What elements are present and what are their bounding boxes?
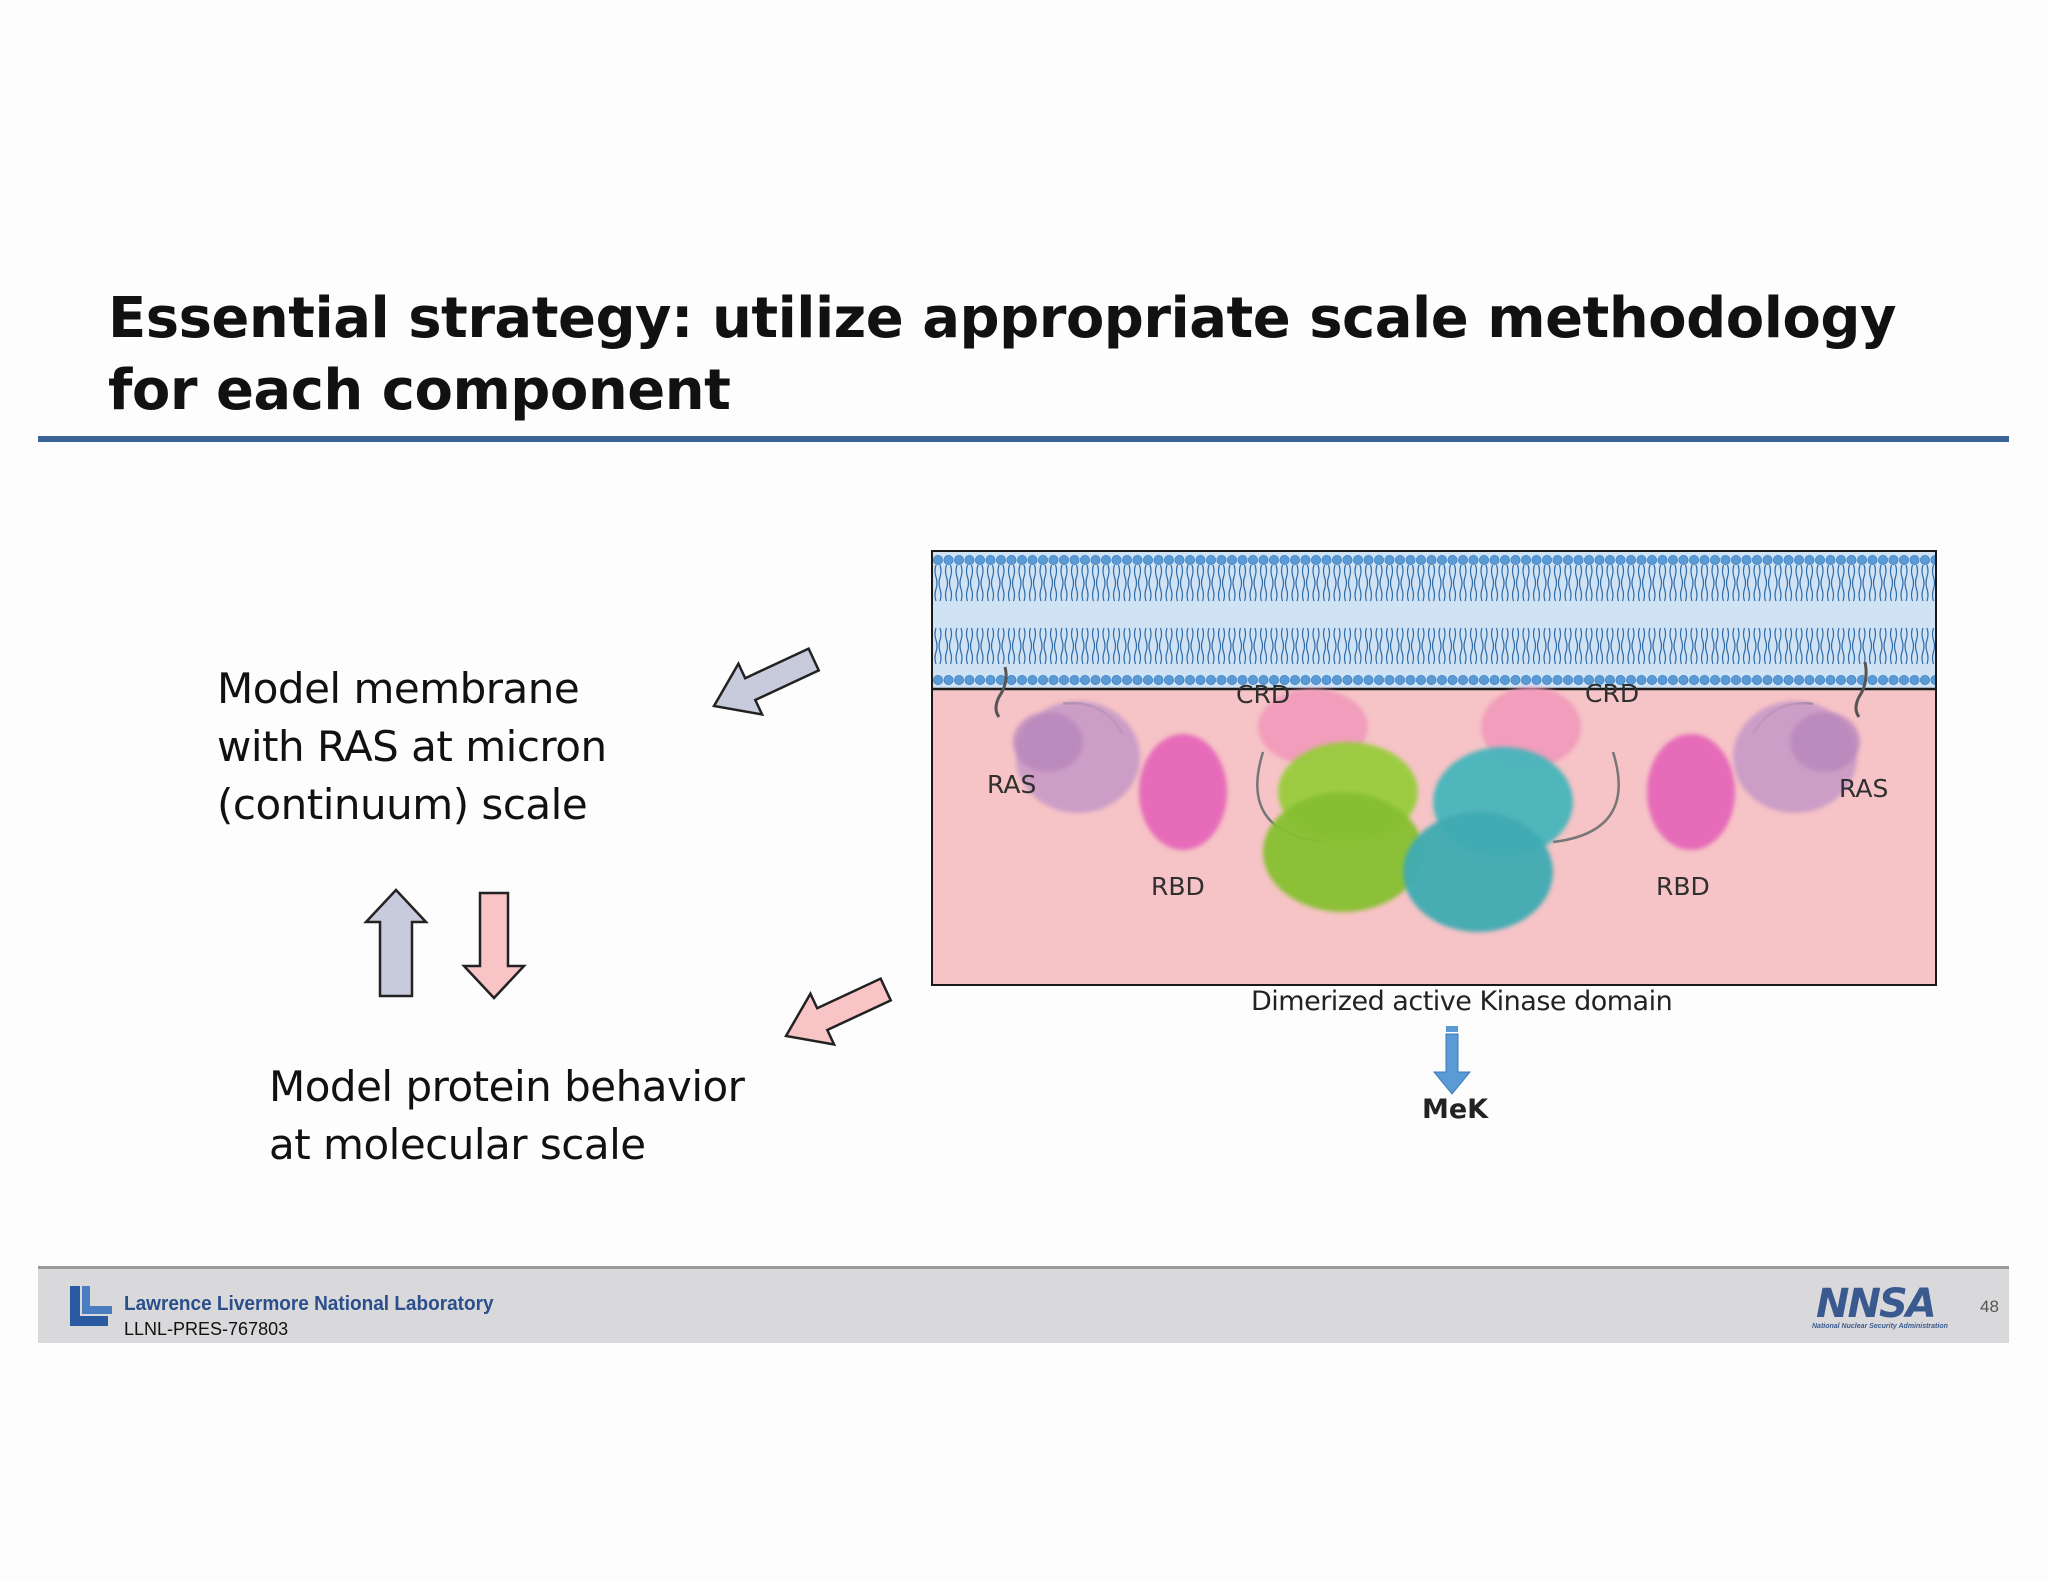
lab-name: Lawrence Livermore National Laboratory	[124, 1293, 494, 1315]
crd-protein-right	[1481, 687, 1581, 767]
membrane-text-line-1: Model membrane	[217, 664, 580, 713]
rbd-label-right: RBD	[1656, 872, 1710, 901]
page-number: 48	[1980, 1297, 1999, 1316]
rbd-protein-left	[1139, 734, 1227, 850]
nnsa-subtitle: National Nuclear Security Administration	[1812, 1323, 1948, 1330]
membrane-text-line-3: (continuum) scale	[217, 780, 588, 829]
protein-scale-text: Model protein behavior at molecular scal…	[269, 1058, 745, 1174]
protein-text-line-2: at molecular scale	[269, 1120, 646, 1169]
ras-protein-left	[1013, 701, 1140, 813]
protein-text-line-1: Model protein behavior	[269, 1062, 745, 1111]
ras-label-left: RAS	[987, 770, 1037, 799]
down-arrow-icon	[461, 891, 527, 1000]
ras-protein-right	[1733, 701, 1860, 813]
membrane-text-line-2: with RAS at micron	[217, 722, 607, 771]
rbd-protein-right	[1647, 734, 1735, 850]
arrow-to-membrane-icon	[712, 646, 821, 717]
membrane-illustration	[933, 552, 1935, 932]
footer-rule	[38, 1266, 2009, 1269]
title-line-1: Essential strategy: utilize appropriate …	[108, 286, 1896, 351]
arrow-to-protein-icon	[784, 976, 893, 1047]
llnl-logo-icon	[70, 1286, 112, 1326]
crd-label-right: CRD	[1585, 679, 1640, 708]
title-rule	[38, 436, 2009, 442]
up-arrow-icon	[363, 888, 429, 998]
ras-membrane-figure: CRD CRD RAS RAS RBD RBD	[931, 550, 1937, 986]
mek-arrow-icon	[1432, 1026, 1472, 1095]
slide-title: Essential strategy: utilize appropriate …	[108, 283, 1908, 427]
membrane-scale-text: Model membrane with RAS at micron (conti…	[217, 660, 607, 834]
nnsa-logo-icon: NNSA	[1816, 1281, 1937, 1327]
slide-footer: Lawrence Livermore National Laboratory L…	[38, 1269, 2009, 1343]
mek-label: MeK	[1422, 1094, 1489, 1125]
document-code: LLNL-PRES-767803	[124, 1319, 289, 1339]
crd-label-left: CRD	[1236, 680, 1291, 709]
figure-caption: Dimerized active Kinase domain	[1251, 986, 1673, 1017]
ras-label-right: RAS	[1839, 774, 1889, 803]
kinase-domain-cyan	[1403, 747, 1573, 932]
kinase-domain-green	[1263, 742, 1423, 912]
title-line-2: for each component	[108, 358, 731, 423]
rbd-label-left: RBD	[1151, 872, 1205, 901]
